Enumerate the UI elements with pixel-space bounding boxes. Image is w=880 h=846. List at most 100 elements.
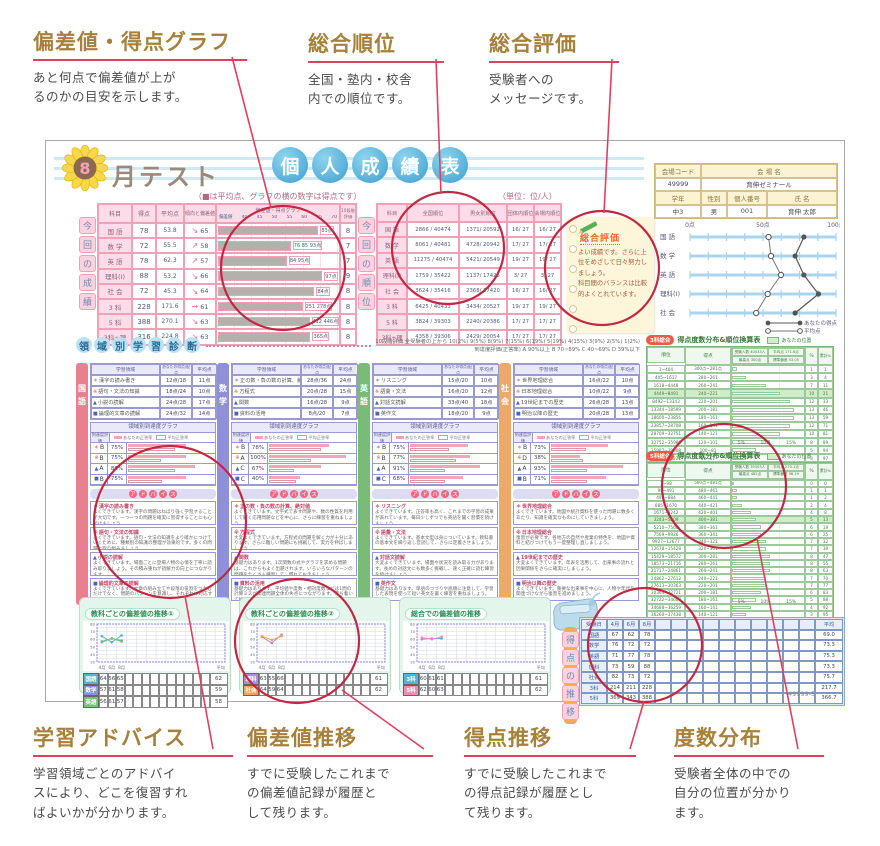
area-label-cell: ■資料の活用 <box>232 408 301 419</box>
avg-cell: 217.7 <box>815 682 843 694</box>
trend-value-cell <box>133 673 142 685</box>
subject-label-char: 語 <box>360 397 368 406</box>
freq-bar <box>732 510 752 515</box>
target-score-label: 97点 <box>324 271 338 281</box>
trend-cell: ↘63 <box>184 329 216 345</box>
trend-value-cell: 63 <box>436 684 445 696</box>
rank-table-side-label: 今回の順位 <box>358 217 375 310</box>
rank-range-cell: 492~884 <box>647 494 685 502</box>
venue-rank-cell: 17/ 27 <box>534 329 561 346</box>
score-cell <box>751 629 767 641</box>
svg-text:8月: 8月 <box>118 665 125 671</box>
trend-value-cell <box>461 673 470 685</box>
score-cell: 78 <box>132 253 156 269</box>
month-header <box>671 619 687 630</box>
advice-char-bubble: イ <box>159 490 167 498</box>
your-rate-bar <box>269 475 300 479</box>
area-avg-cell: 10点 <box>192 386 217 397</box>
col-header: 累計% <box>818 463 833 480</box>
col-header: 順位 <box>647 463 685 478</box>
score-cell <box>655 629 671 641</box>
svg-text:50: 50 <box>250 644 255 649</box>
month-header: 6月 <box>623 619 639 630</box>
month-header: 4月 <box>607 619 623 630</box>
score-cell <box>735 693 751 704</box>
subject-cell: 3科+理 <box>377 329 407 346</box>
subject-cell: 社 会 <box>377 283 407 299</box>
score-cell <box>735 682 751 694</box>
row-subject-badge: 数学 <box>83 684 99 696</box>
side-label-char: 推 <box>562 685 579 702</box>
trend-value-cell <box>141 673 150 685</box>
score-cell <box>671 693 687 704</box>
group-rank-cell: 16/ 27 <box>507 222 534 238</box>
freq-bar-cell <box>731 373 805 382</box>
target-score-label: 76 85 93点 <box>292 241 323 251</box>
area-label-cell: ※語句・文法の知識 <box>91 386 160 397</box>
subject-label-char: 会 <box>501 397 509 406</box>
subject-cell: 英 語 <box>377 252 407 269</box>
advice-text: 大変よくできています。方程式の問題を解く力が十分にあります。さらに難しい問題にも… <box>234 535 353 550</box>
advice-box: ▲19世紀までの歴史大変よくできています。年表を活用して、出来事の流れと因果関係… <box>513 552 639 576</box>
freq-bar <box>732 496 737 500</box>
reach-legend-row: 到達度評価あなたの正答率平均正答率 <box>91 432 215 443</box>
advice-title: ＊漢字の読み書き <box>93 504 135 510</box>
trend-cell: ↘63 <box>184 314 216 330</box>
deviation-bar <box>218 225 319 236</box>
area-label-cell: ■英作文 <box>373 408 442 419</box>
note-binding-dots <box>569 225 577 333</box>
trend-value-cell: 66 <box>276 673 285 685</box>
svg-text:理科(I): 理科(I) <box>660 289 680 298</box>
annotation-title: 偏差値推移 <box>247 722 433 757</box>
axis-tick: 15% <box>786 441 797 446</box>
freq-bar-cell <box>731 479 805 487</box>
trend-value-cell: 56 <box>107 673 116 685</box>
cum-pct-cell: 70 <box>818 574 833 582</box>
score-cell <box>671 661 687 672</box>
advice-char-bubble: バ <box>290 490 298 498</box>
subject-cell: 5 科 <box>98 314 132 330</box>
side-label-char: 回 <box>358 236 375 253</box>
freq-bar <box>732 488 737 493</box>
student-cell: 育伸 太郎 <box>767 204 837 218</box>
trend-value-cell <box>201 696 210 708</box>
advice-title: ▲対話文読解 <box>375 555 405 561</box>
avg-rate-bar <box>410 479 445 483</box>
student-cell: 性別 <box>701 191 727 205</box>
your-rate-bar <box>269 465 321 469</box>
national-rank-cell: 3624 / 35416 <box>407 283 459 299</box>
rank-range-cell: 1~404 <box>647 365 685 374</box>
subject-cell: 3科 <box>581 682 607 694</box>
rank-range-cell: 1~98 <box>647 479 685 487</box>
month-test-title: 月テスト <box>112 163 220 191</box>
month-header <box>767 619 783 630</box>
score-range-cell: 280~261 <box>685 373 731 382</box>
score-cell: 77 <box>623 650 639 662</box>
score-cell <box>751 682 767 694</box>
reach-bars <box>409 464 497 473</box>
col-header: 10段階評価 <box>340 204 356 223</box>
score-cell <box>783 671 799 683</box>
row-subject-badge: 英語 <box>83 696 99 708</box>
pct-cell: 13 <box>805 413 818 422</box>
diagnosis-main: 学習領域あなたの得点/配点平均点＊正の数・負の数の計算、絶対値28点/3624点… <box>231 363 358 605</box>
score-range-cell: 480~461 <box>685 486 731 495</box>
form-code: 49999-5 <box>788 690 816 698</box>
svg-text:8: 8 <box>79 159 90 178</box>
national-rank-cell: 11275 / 40474 <box>407 252 459 269</box>
score-cell <box>719 640 735 651</box>
cum-pct-cell: 88 <box>818 596 833 604</box>
score-cell: 71 <box>607 650 623 662</box>
area-marker-icon: ※ <box>376 455 381 462</box>
report-sheet: 8 月テスト 個人成績表 （■は平均点、グラフの横の数字は得点です） （単位：位… <box>45 140 845 724</box>
group-rank-cell: 17/ 27 <box>507 237 534 253</box>
trend-value-cell <box>192 684 201 696</box>
freq-bar <box>732 399 790 404</box>
student-cell: 学年 <box>655 191 701 205</box>
svg-text:70: 70 <box>90 629 95 634</box>
